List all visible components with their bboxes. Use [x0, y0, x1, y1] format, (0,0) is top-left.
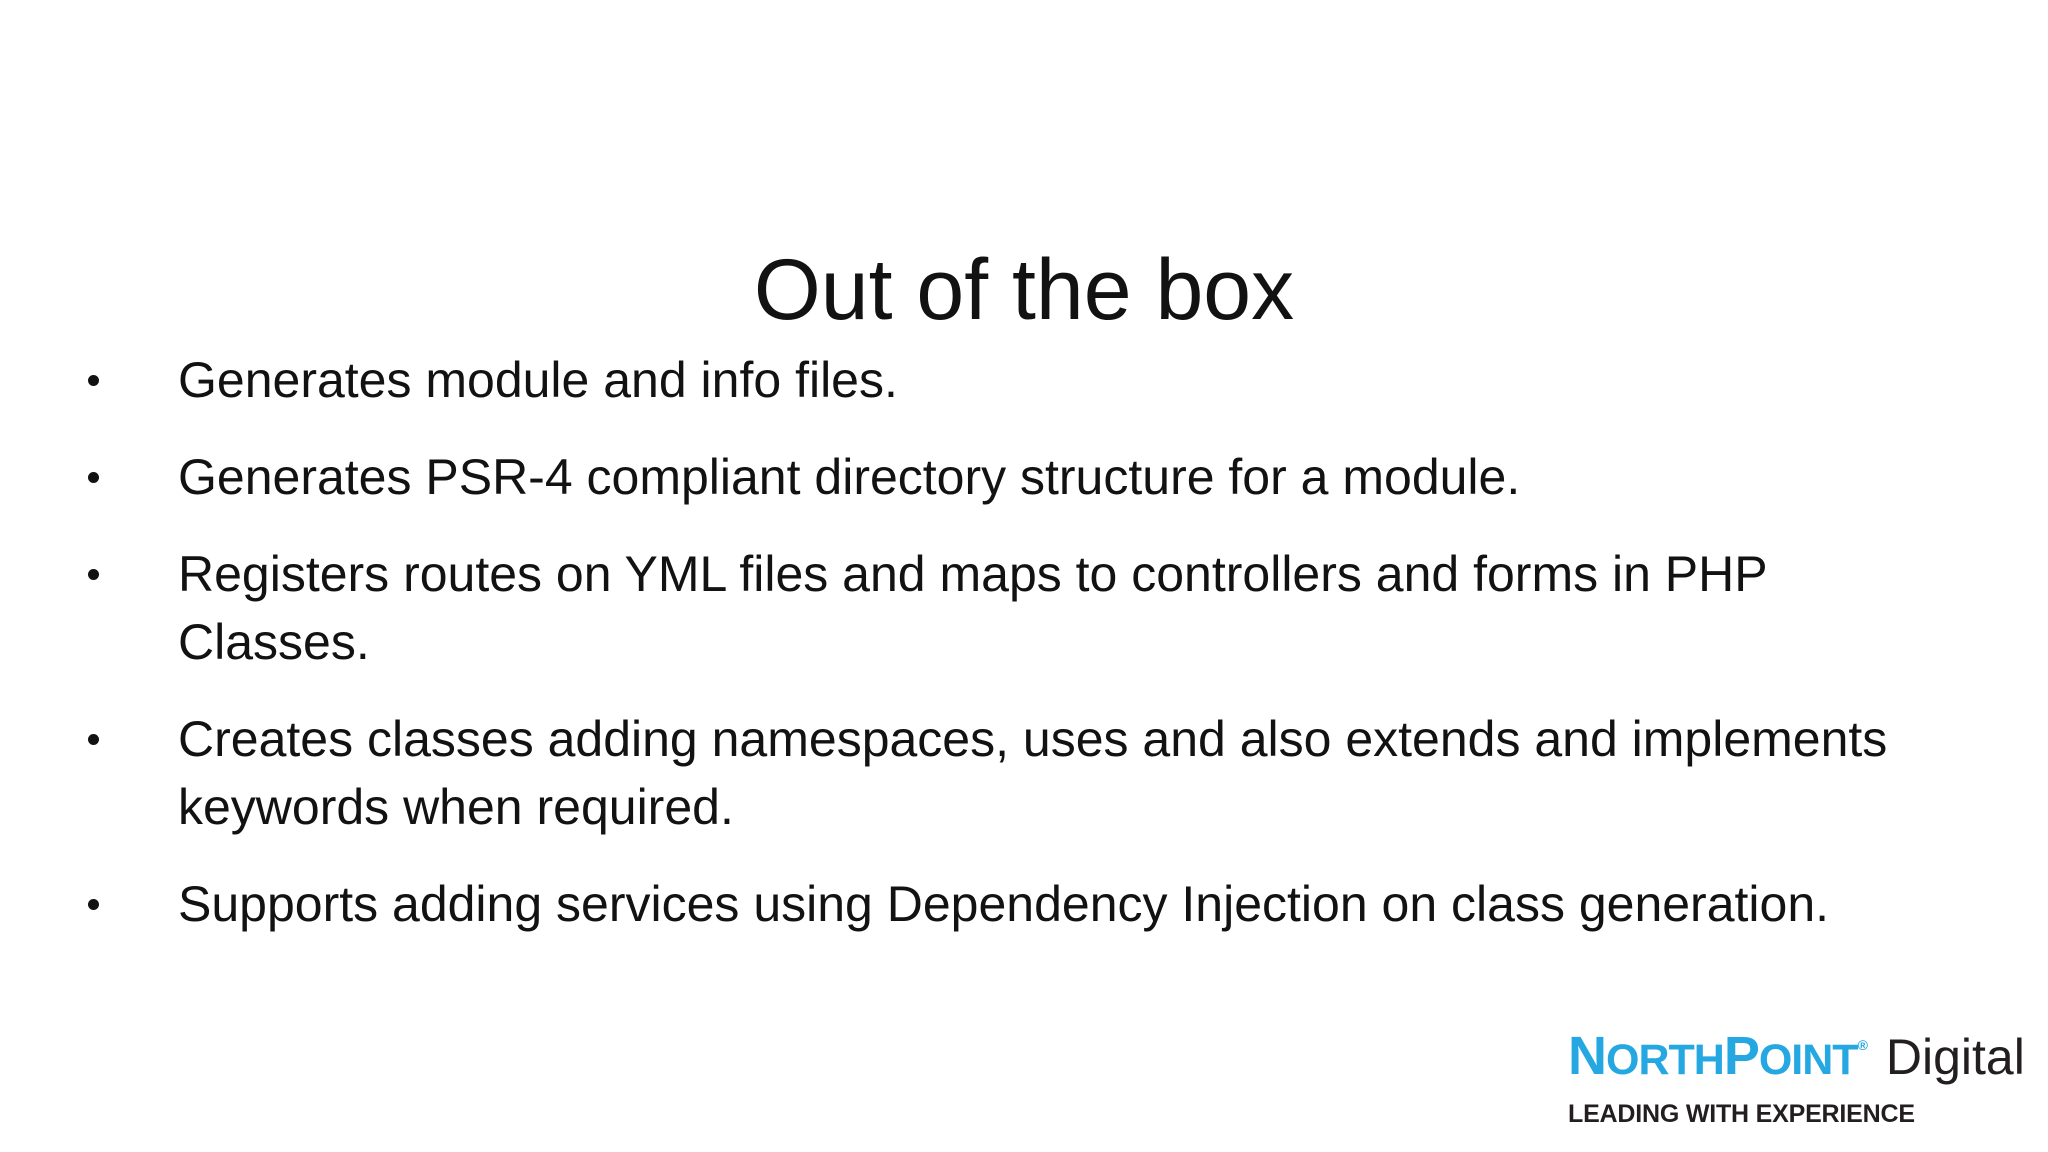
- bullet-marker: [88, 569, 99, 580]
- bullet-marker: [88, 472, 99, 483]
- bullet-text: Creates classes adding namespaces, uses …: [178, 711, 1888, 835]
- list-item: Creates classes adding namespaces, uses …: [88, 705, 1930, 841]
- bullet-text: Supports adding services using Dependenc…: [178, 876, 1830, 932]
- list-item: Generates PSR-4 compliant directory stru…: [88, 443, 1930, 511]
- logo-letters-oint: OINT: [1758, 1036, 1859, 1084]
- bullet-text: Registers routes on YML files and maps t…: [178, 546, 1767, 670]
- logo-wordmark: NORTHPOINT® Digital: [1568, 1015, 2025, 1090]
- bullet-marker: [88, 734, 99, 745]
- logo-letter-p: P: [1723, 1026, 1760, 1086]
- northpoint-digital-logo: NORTHPOINT® Digital LEADING WITH EXPERIEN…: [1568, 1015, 2025, 1127]
- logo-tagline: LEADING WITH EXPERIENCE: [1568, 1100, 1915, 1128]
- bullet-text: Generates module and info files.: [178, 352, 898, 408]
- bullet-marker: [88, 899, 99, 910]
- logo-digital-text: Digital: [1885, 1029, 2025, 1085]
- list-item: Registers routes on YML files and maps t…: [88, 540, 1930, 676]
- logo-letters-orth: ORTH: [1606, 1036, 1725, 1084]
- slide-title: Out of the box: [753, 241, 1295, 338]
- bullet-list: Generates module and info files. Generat…: [88, 346, 1930, 967]
- list-item: Generates module and info files.: [88, 346, 1930, 414]
- logo-letter-n: N: [1568, 1026, 1607, 1086]
- bullet-text: Generates PSR-4 compliant directory stru…: [178, 449, 1521, 505]
- registered-trademark-icon: ®: [1857, 1037, 1868, 1053]
- list-item: Supports adding services using Dependenc…: [88, 870, 1930, 938]
- bullet-marker: [88, 375, 99, 386]
